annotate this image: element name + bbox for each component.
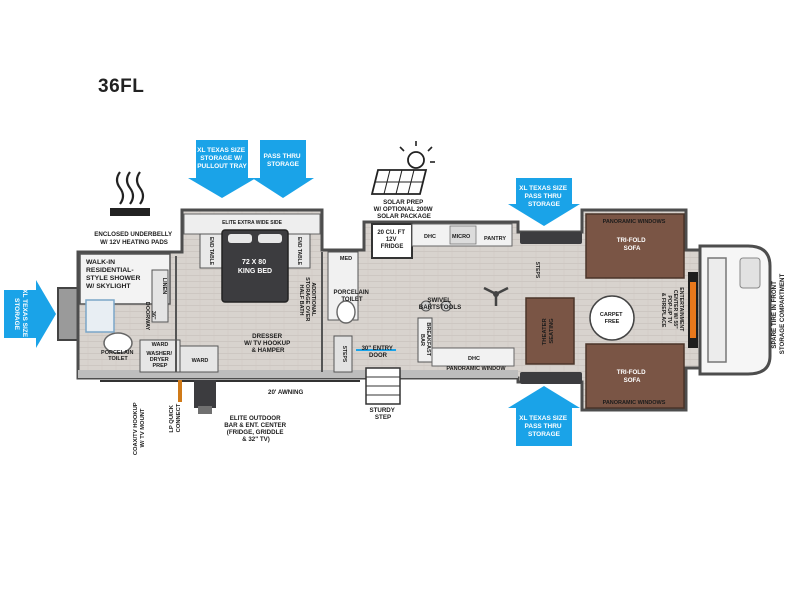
svg-text:WALK-IN RESIDENTIAL-: WALK-IN RESIDENTIAL- STYLE SHOWER W/ SKY… xyxy=(86,259,142,290)
carpet-free-icon xyxy=(589,295,635,341)
svg-text:DHC: DHC xyxy=(424,234,436,240)
svg-text:LINEN: LINEN xyxy=(161,278,167,295)
svg-text:WARD: WARD xyxy=(152,342,169,348)
model-title: 36FL xyxy=(98,76,145,97)
callout-living-storage xyxy=(508,386,580,446)
svg-text:XL TEXAS SIZE PASS THRU: XL TEXAS SIZE PASS THRU STORAGE xyxy=(519,185,569,208)
svg-text:XL TEXAS SIZE PASS THRU: XL TEXAS SIZE PASS THRU STORAGE xyxy=(519,415,569,438)
callout-kitchen-storage xyxy=(508,178,580,226)
svg-text:PANORAMIC WINDOWS: PANORAMIC WINDOWS xyxy=(603,219,666,225)
svg-text:20 CU. FT 12V FRID: 20 CU. FT 12V FRIDGE xyxy=(377,230,406,250)
svg-text:ENCLOSED UNDERBELLY W/ 1: ENCLOSED UNDERBELLY W/ 12V HEATING PADS xyxy=(94,231,173,246)
svg-text:72 X 80 KING BED: 72 X 80 KING BED xyxy=(238,259,272,275)
callout-bedroom-storage xyxy=(188,140,256,198)
svg-text:XL TEXAS SIZE STORAGE W/: XL TEXAS SIZE STORAGE W/ PULLOUT TRAY xyxy=(197,147,247,170)
svg-text:WARD: WARD xyxy=(192,358,209,364)
svg-text:LP QUICK CONNECT: LP QUICK CONNECT xyxy=(169,403,182,432)
svg-text:ELITE OUTDOOR BAR & ENT.: ELITE OUTDOOR BAR & ENT. CENTER (FRIDGE,… xyxy=(224,415,288,443)
room-labels: ENCLOSED UNDERBELLY W/ 12V HEATING PADS … xyxy=(86,199,786,455)
svg-text:ENTERTAINMENT CENTER W/: ENTERTAINMENT CENTER W/ 55" POP-UP TV & … xyxy=(660,287,684,332)
svg-text:PANORAMIC WINDOWS: PANORAMIC WINDOWS xyxy=(603,400,666,406)
svg-text:TRI-FOLD SOFA: TRI-FOLD SOFA xyxy=(617,237,648,252)
svg-text:TRI-FOLD SOFA: TRI-FOLD SOFA xyxy=(617,369,648,384)
svg-text:PANTRY: PANTRY xyxy=(484,236,506,242)
svg-text:PASS THRU STORAGE: PASS THRU STORAGE xyxy=(264,153,303,168)
callout-storage-left xyxy=(4,280,56,348)
svg-text:BREAKFAST BAR: BREAKFAST BAR xyxy=(419,322,431,357)
svg-text:WASHER/ DRYER PREP: WASHER/ DRYER PREP xyxy=(146,351,173,369)
svg-text:SPARE TIRE IN FRONT STOR: SPARE TIRE IN FRONT STORAGE COMPARTMENT xyxy=(771,274,786,355)
kitchen xyxy=(356,223,515,405)
svg-text:PORCELAIN TOILET: PORCELAIN TOILET xyxy=(333,290,370,303)
tri-fold-sofa-top xyxy=(585,213,685,279)
ceiling-fan-icon xyxy=(483,286,509,306)
outdoor-bar xyxy=(178,380,216,414)
svg-text:THEATER SEATING: THEATER SEATING xyxy=(542,317,555,346)
svg-text:XL TEXAS SIZE STORAGE: XL TEXAS SIZE STORAGE xyxy=(13,289,28,339)
svg-text:COAX/TV HOOKUP W/ TV MOU: COAX/TV HOOKUP W/ TV MOUNT xyxy=(133,401,146,455)
bathroom xyxy=(79,253,219,373)
sturdy-step xyxy=(365,367,401,405)
svg-text:30" ENTRY DOOR: 30" ENTRY DOOR xyxy=(362,346,395,359)
svg-text:PORCELAIN TOILET: PORCELAIN TOILET xyxy=(101,350,135,362)
callout-text: XL TEXAS SIZE STORAGE XL TEXAS SIZE STOR… xyxy=(13,147,569,438)
svg-text:MED: MED xyxy=(340,256,352,262)
svg-text:CARPET FREE: CARPET FREE xyxy=(600,312,624,325)
solar-panel-icon xyxy=(370,141,435,195)
svg-text:ELITE EXTRA WIDE SIDE: ELITE EXTRA WIDE SIDE xyxy=(222,220,282,226)
heat-icon xyxy=(110,171,150,216)
svg-text:PANORAMIC WINDOW: PANORAMIC WINDOW xyxy=(446,366,506,372)
svg-text:STURDY STEP: STURDY STEP xyxy=(369,407,396,421)
svg-text:STEPS: STEPS xyxy=(534,262,540,279)
svg-text:STEPS: STEPS xyxy=(341,346,347,363)
theater-seating xyxy=(525,297,575,365)
svg-text:DRESSER W/ TV HOOKUP: DRESSER W/ TV HOOKUP & HAMPER xyxy=(244,333,292,354)
svg-text:SOLAR PREP W/ OPTIONAL 2: SOLAR PREP W/ OPTIONAL 200W SOLAR PACKAG… xyxy=(374,199,435,220)
svg-text:36" DOORWAY: 36" DOORWAY xyxy=(144,302,156,331)
tri-fold-sofa-bottom xyxy=(585,343,685,409)
callout-pass-thru xyxy=(252,140,314,198)
living-area xyxy=(520,213,698,409)
bedroom xyxy=(183,213,359,373)
svg-text:20' AWNING: 20' AWNING xyxy=(268,389,303,396)
svg-text:END TABLE: END TABLE xyxy=(208,237,214,266)
svg-text:ADDITIONAL STORAGE OVER: ADDITIONAL STORAGE OVER HALF BATH xyxy=(298,277,316,323)
svg-text:DHC: DHC xyxy=(468,356,480,362)
svg-text:SWIVEL BARTSTOOLS: SWIVEL BARTSTOOLS xyxy=(419,297,462,311)
svg-text:END TABLE: END TABLE xyxy=(296,237,302,266)
svg-text:MICRO: MICRO xyxy=(452,234,471,240)
king-bed xyxy=(221,229,289,303)
